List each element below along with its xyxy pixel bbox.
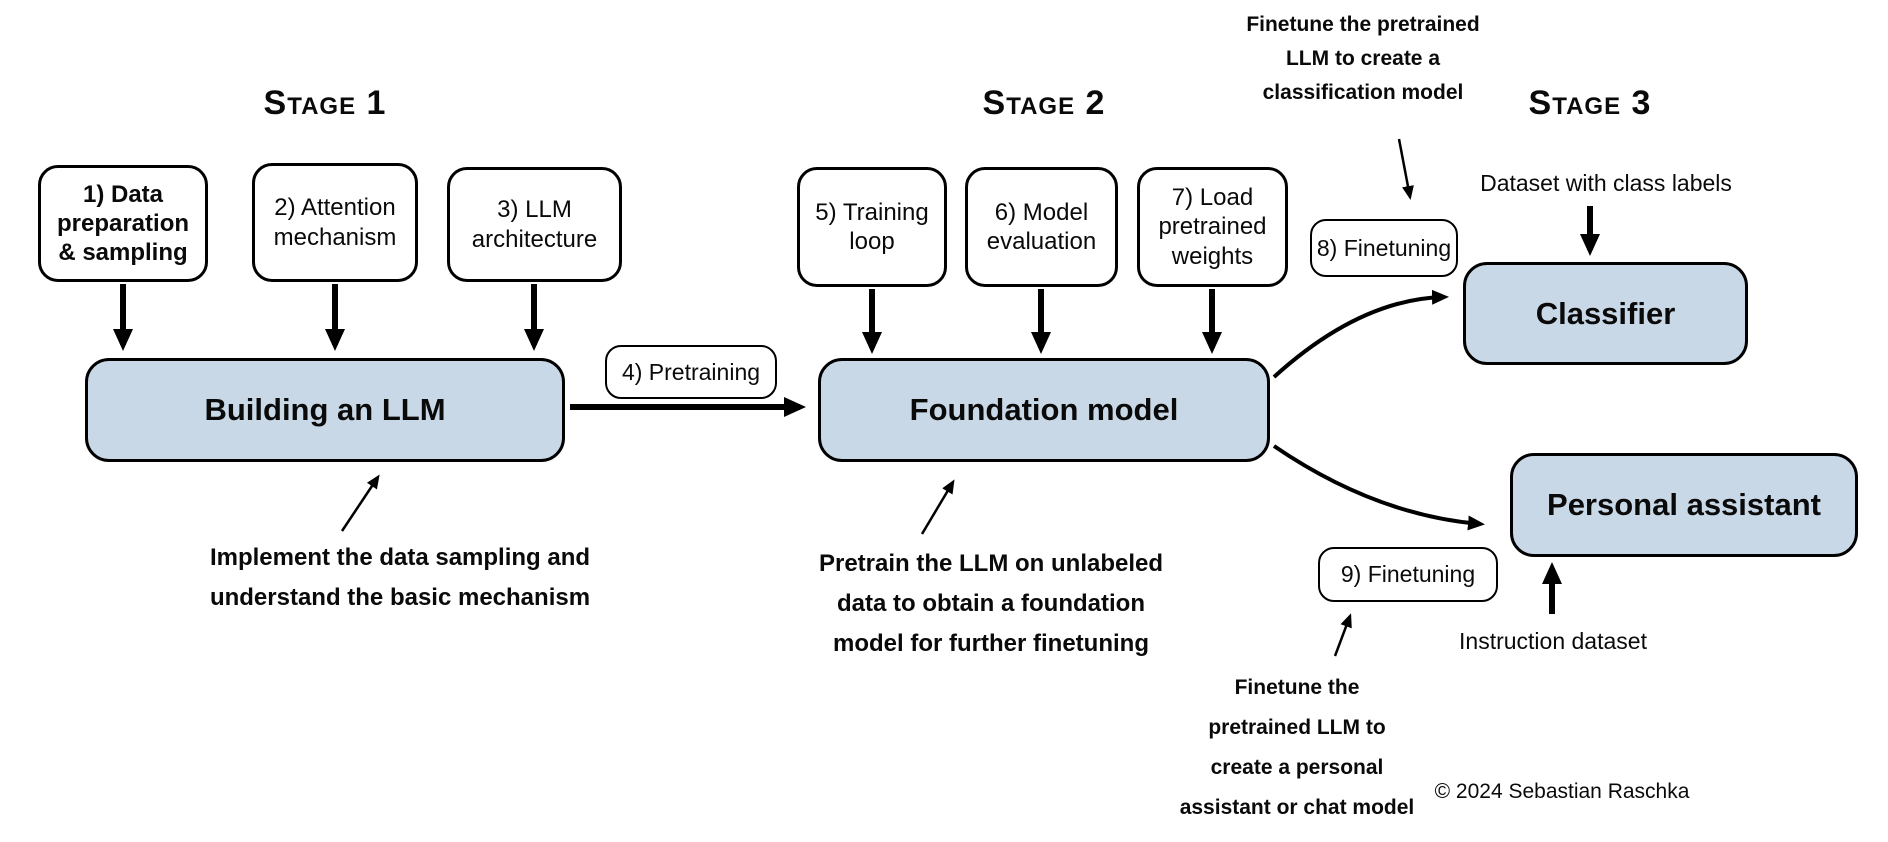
arrow-annotation-to-foundation xyxy=(920,479,955,535)
arrow-foundation-to-assistant xyxy=(1272,444,1485,531)
step-box-load-pretrained-weights: 7) Load pretrained weights xyxy=(1137,167,1288,287)
assistant-finetune-annotation: Finetune the pretrained LLM to create a … xyxy=(1179,676,1415,819)
arrow-annotation-to-finetuning-8 xyxy=(1397,138,1414,200)
foundation-annotation: Pretrain the LLM on unlabeled data to ob… xyxy=(818,550,1164,657)
classifier-box: Classifier xyxy=(1463,262,1748,365)
instruction-dataset-label: Instruction dataset xyxy=(1459,628,1647,654)
copyright-notice: © 2024 Sebastian Raschka xyxy=(1434,780,1690,803)
pretraining-pill: 4) Pretraining xyxy=(605,345,777,399)
stage-3-title: Stage 3 xyxy=(1528,84,1652,122)
step-box-model-evaluation: 6) Model evaluation xyxy=(965,167,1118,287)
arrow-annotation-to-building xyxy=(340,474,380,532)
personal-assistant-box: Personal assistant xyxy=(1510,453,1858,557)
foundation-model-box: Foundation model xyxy=(818,358,1270,462)
step-box-llm-architecture: 3) LLM architecture xyxy=(447,167,622,282)
stage-2-title: Stage 2 xyxy=(982,84,1106,122)
building-annotation: Implement the data sampling and understa… xyxy=(209,544,591,611)
building-an-llm-box: Building an LLM xyxy=(85,358,565,462)
step-box-data-preparation: 1) Data preparation & sampling xyxy=(38,165,208,282)
classification-finetune-annotation: Finetune the pretrained LLM to create a … xyxy=(1246,13,1480,104)
stage-1-title: Stage 1 xyxy=(263,84,387,122)
step-box-training-loop: 5) Training loop xyxy=(797,167,947,287)
arrow-annotation-to-finetuning-9 xyxy=(1333,613,1352,657)
arrow-foundation-to-classifier xyxy=(1272,289,1449,379)
step-box-attention-mechanism: 2) Attention mechanism xyxy=(252,163,418,282)
finetuning-8-pill: 8) Finetuning xyxy=(1310,219,1458,277)
finetuning-9-pill: 9) Finetuning xyxy=(1318,547,1498,602)
class-labels-dataset-label: Dataset with class labels xyxy=(1480,170,1732,196)
